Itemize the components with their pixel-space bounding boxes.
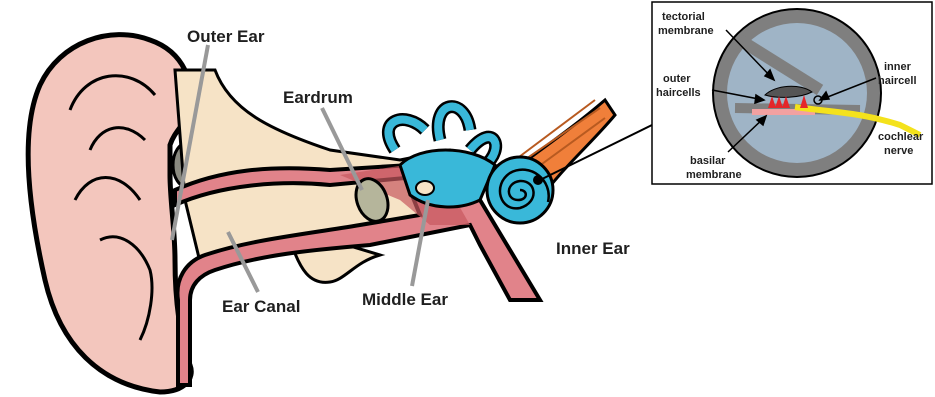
outer-haircells-label-line2: haircells — [656, 87, 701, 99]
vestibule — [400, 150, 495, 207]
cochlear-nerve-label-line2: nerve — [884, 145, 913, 157]
middle-ear-label: Middle Ear — [362, 290, 448, 309]
oval-window — [416, 181, 434, 195]
basilar-label-line1: basilar — [690, 155, 726, 167]
tectorial-label-line2: membrane — [658, 25, 714, 37]
basilar-label-line2: membrane — [686, 169, 742, 181]
outer-haircells-label-line1: outer — [663, 73, 691, 85]
inner-haircell-label-line2: haircell — [878, 75, 917, 87]
ear-canal-label: Ear Canal — [222, 297, 300, 316]
pinna — [28, 35, 191, 392]
cochlear-nerve-label-line1: cochlear — [878, 131, 924, 143]
cochlea-cross-section-inset: tectorial membrane outer haircells inner… — [652, 2, 932, 184]
inner-ear-label: Inner Ear — [556, 239, 630, 258]
tectorial-label-line1: tectorial — [662, 11, 705, 23]
inner-haircell-label-line1: inner — [884, 61, 912, 73]
eardrum-label: Eardrum — [283, 88, 353, 107]
outer-ear-label: Outer Ear — [187, 27, 265, 46]
